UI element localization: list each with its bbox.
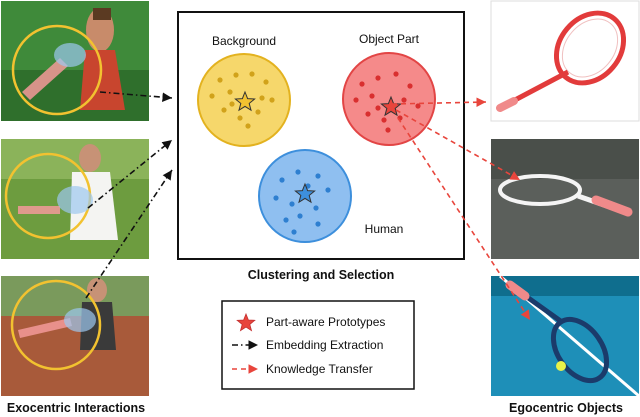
exo-photo-3 — [1, 276, 149, 396]
legend-item-extraction: Embedding Extraction — [232, 338, 383, 352]
legend-label-prototypes: Part-aware Prototypes — [266, 315, 385, 329]
embedding-arrows — [85, 91, 173, 299]
ego-photo-1 — [490, 0, 640, 122]
cluster-object-part — [342, 52, 436, 146]
legend-label-transfer: Knowledge Transfer — [266, 362, 373, 376]
exo-photo-1 — [1, 1, 149, 121]
cluster-label-object-part: Object Part — [359, 32, 420, 46]
cluster-label-background: Background — [212, 34, 276, 48]
left-caption: Exocentric Interactions — [7, 401, 145, 415]
ego-photo-2 — [491, 139, 639, 259]
legend-item-transfer: Knowledge Transfer — [232, 362, 373, 376]
right-caption: Egocentric Objects — [509, 401, 623, 415]
cluster-label-human: Human — [365, 222, 404, 236]
transfer-arrows — [391, 97, 531, 321]
star-icon — [236, 312, 256, 332]
exo-photo-2 — [1, 139, 149, 259]
cluster-human — [258, 149, 352, 243]
ego-photo-3 — [491, 274, 640, 398]
center-caption: Clustering and Selection — [248, 268, 395, 282]
legend-item-prototypes: Part-aware Prototypes — [236, 312, 385, 332]
legend-label-extraction: Embedding Extraction — [266, 338, 383, 352]
cluster-background — [197, 53, 291, 147]
